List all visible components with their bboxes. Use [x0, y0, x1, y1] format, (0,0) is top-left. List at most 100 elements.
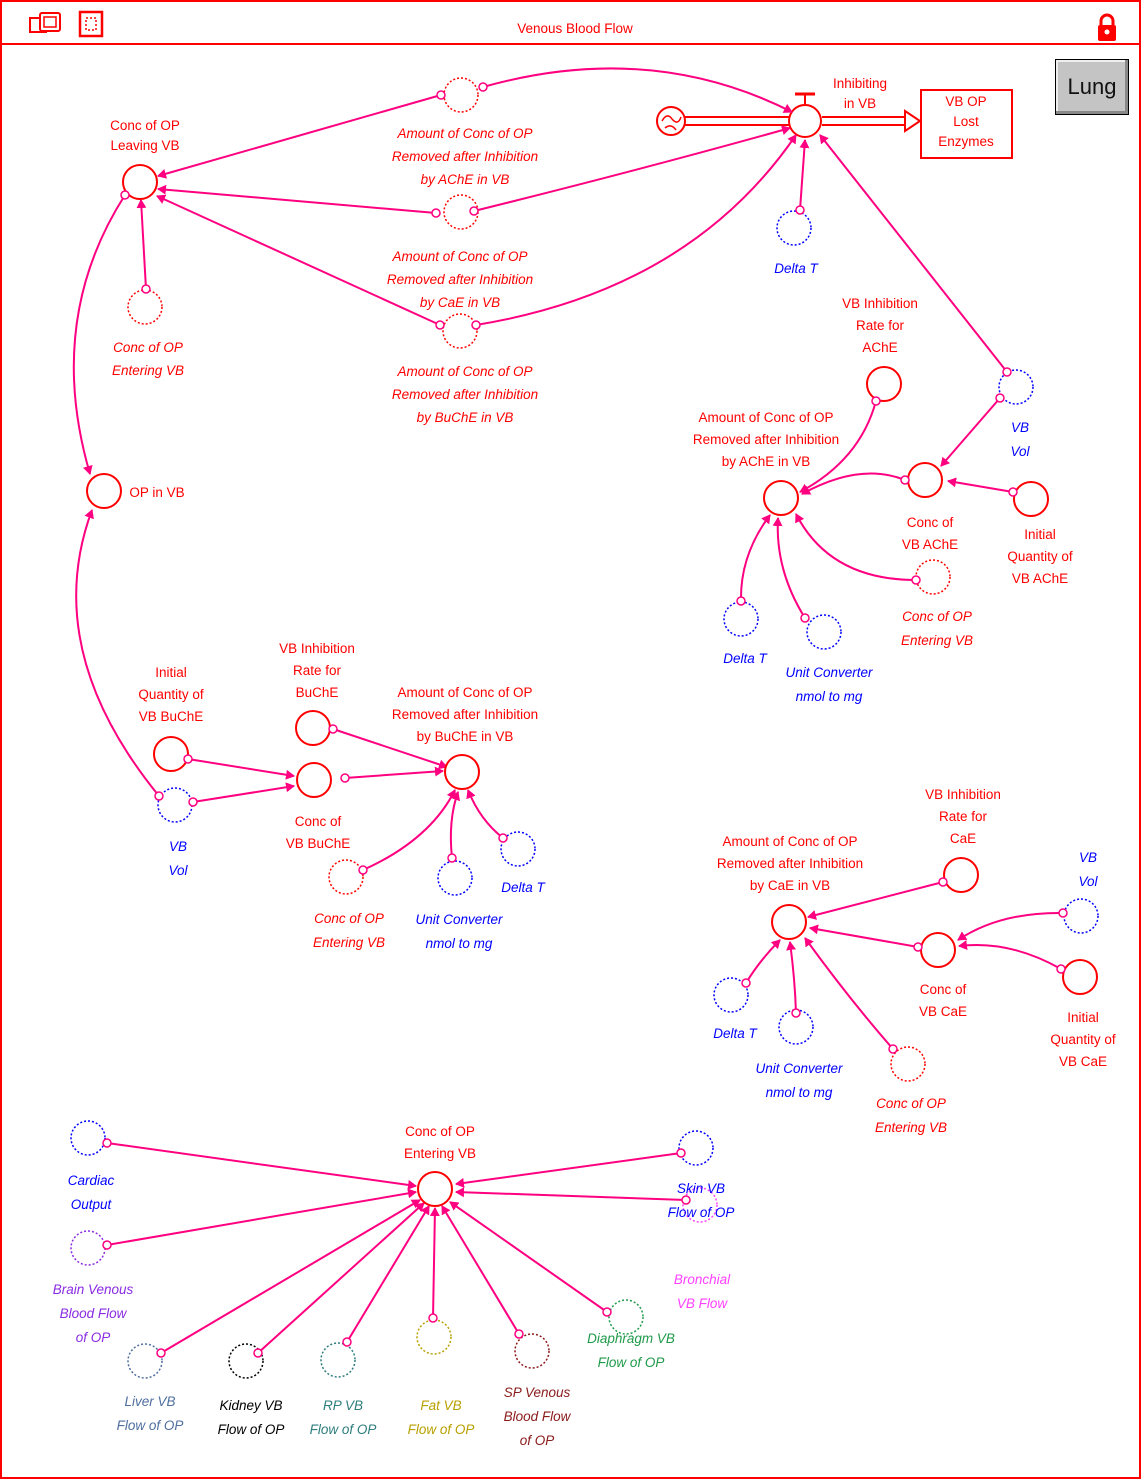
links-buche — [187, 728, 504, 871]
conc-vb-cae[interactable] — [920, 932, 956, 968]
ghost-brain-venous-flow[interactable] — [70, 1230, 106, 1266]
links-top — [72, 67, 1008, 797]
amount-removed-cae[interactable] — [771, 904, 807, 940]
vb-inhibition-rate-buche[interactable] — [295, 710, 331, 746]
links-cae — [745, 881, 1064, 1050]
ghost-conc-op-entering-vb-2[interactable] — [915, 559, 951, 595]
ghost-skin-vb-flow[interactable] — [678, 1130, 714, 1166]
ghost-unit-converter-2[interactable] — [437, 860, 473, 896]
selection-icon[interactable] — [78, 10, 104, 38]
ghost-delta-t-label-3: Delta T — [501, 880, 546, 895]
ghost-delta-t-label-2: Delta T — [723, 651, 768, 666]
ghost-vb-vol[interactable] — [998, 369, 1034, 405]
ghost-buche-amount[interactable] — [442, 313, 478, 349]
vb-inhibition-rate-cae[interactable] — [943, 857, 979, 893]
ghost-vb-vol-2[interactable] — [157, 787, 193, 823]
ghost-delta-t-label-4: Delta T — [713, 1026, 758, 1041]
ghost-kidney-vb-flow[interactable] — [228, 1343, 264, 1379]
ghost-unit-converter-3[interactable] — [778, 1009, 814, 1045]
ghost-diaphragm-vb-flow[interactable] — [608, 1299, 644, 1335]
ghost-delta-t-2[interactable] — [723, 601, 759, 637]
initial-quantity-vb-buche[interactable] — [153, 736, 189, 772]
conc-op-entering-vb[interactable] — [417, 1171, 453, 1207]
window-title: Venous Blood Flow — [517, 21, 633, 36]
ghost-conc-op-entering-vb-4[interactable] — [890, 1046, 926, 1082]
source-cloud-icon — [656, 106, 686, 136]
links-entering — [106, 1142, 687, 1354]
ghost-ache-amount[interactable] — [443, 77, 479, 113]
lock-icon[interactable] — [1098, 13, 1116, 41]
initial-quantity-vb-cae[interactable] — [1062, 959, 1098, 995]
op-in-vb[interactable] — [86, 473, 122, 509]
inhibiting-flow-pipe — [685, 109, 922, 133]
restore-icon[interactable] — [29, 12, 61, 33]
ghost-liver-vb-flow[interactable] — [127, 1343, 163, 1379]
ghost-delta-t-label: Delta T — [774, 261, 819, 276]
ghost-unit-converter[interactable] — [806, 614, 842, 650]
ghost-delta-t-3[interactable] — [500, 831, 536, 867]
lung-button[interactable]: Lung — [1055, 59, 1129, 115]
ghost-vb-vol-3[interactable] — [1063, 898, 1099, 934]
vb-op-lost-enzymes-stock[interactable] — [920, 89, 1013, 159]
amount-removed-ache[interactable] — [763, 480, 799, 516]
links-ache — [739, 400, 1014, 619]
ghost-sp-venous-flow[interactable] — [514, 1333, 550, 1369]
link-connectors — [102, 82, 1068, 1358]
amount-removed-buche[interactable] — [444, 754, 480, 790]
ghost-conc-op-entering-vb-3[interactable] — [328, 859, 364, 895]
ghost-rp-vb-flow[interactable] — [320, 1342, 356, 1378]
ghost-delta-t[interactable] — [776, 210, 812, 246]
op-in-vb-label: OP in VB — [129, 485, 184, 500]
vb-inhibition-rate-ache[interactable] — [866, 366, 902, 402]
ghost-conc-op-entering-vb[interactable] — [127, 289, 163, 325]
ghost-cardiac-output[interactable] — [70, 1120, 106, 1156]
conc-op-leaving-vb[interactable] — [122, 164, 158, 200]
initial-quantity-vb-ache[interactable] — [1013, 481, 1049, 517]
conc-vb-ache[interactable] — [907, 462, 943, 498]
inhibiting-in-vb-valve[interactable] — [788, 92, 822, 138]
ghost-bronchial-vb-flow[interactable] — [682, 1187, 718, 1223]
ghost-delta-t-4[interactable] — [713, 977, 749, 1013]
conc-vb-buche[interactable] — [296, 762, 332, 798]
ghost-fat-vb-flow[interactable] — [416, 1319, 452, 1355]
